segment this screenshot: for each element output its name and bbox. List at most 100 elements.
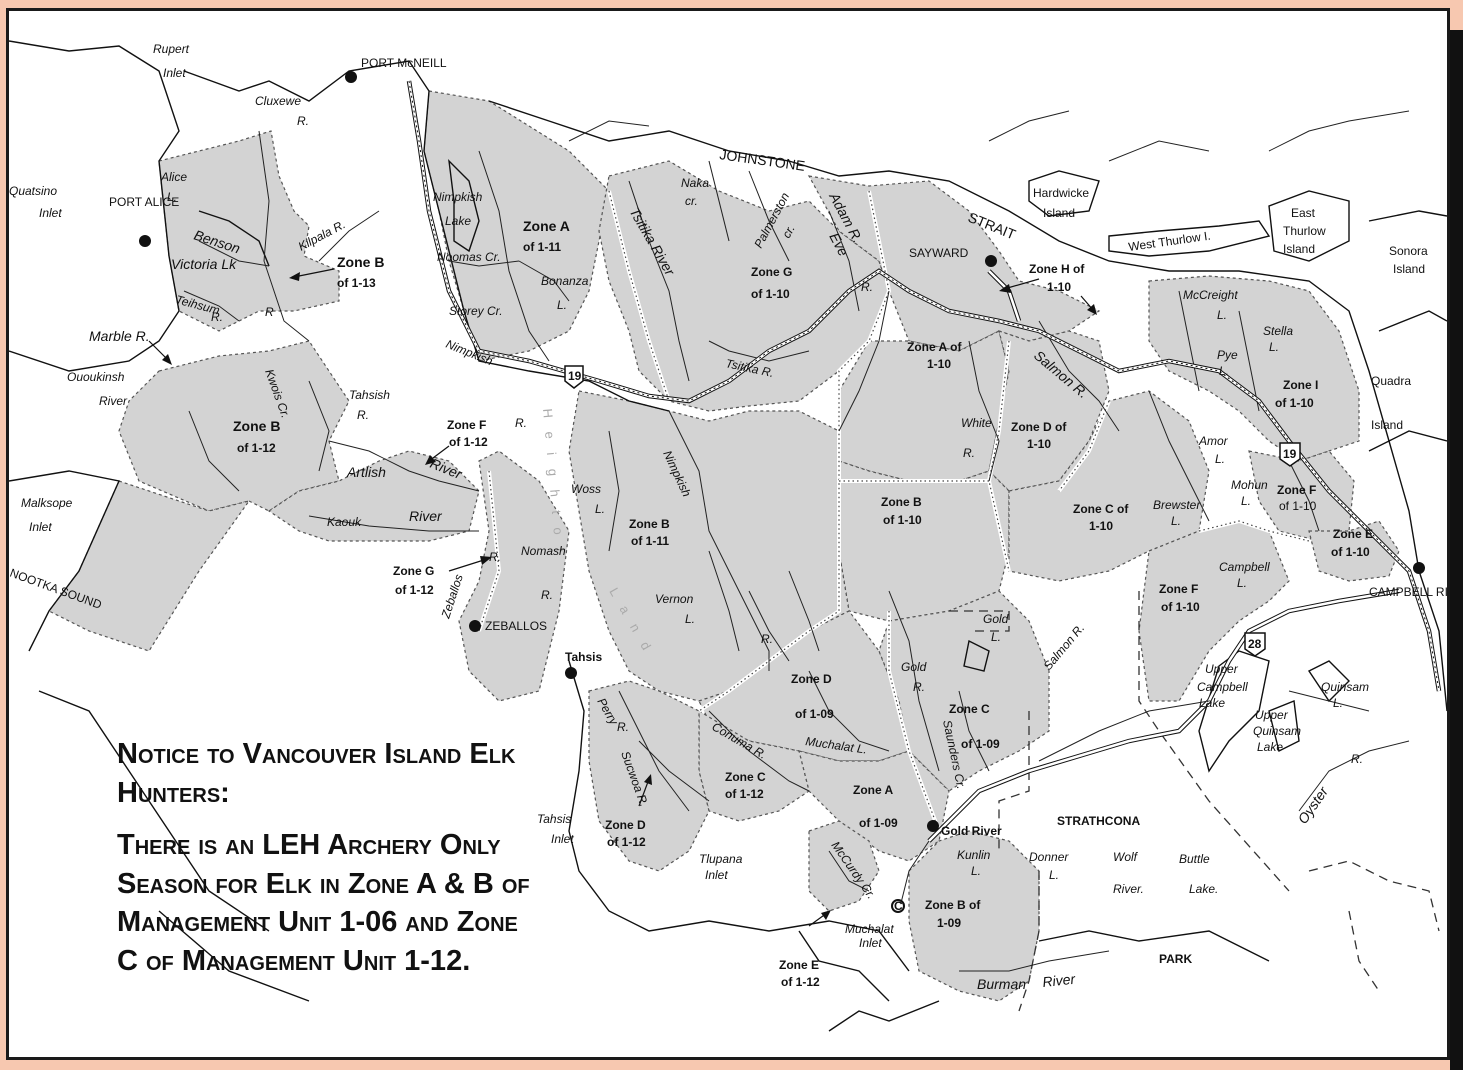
town-marker-gold-river	[927, 820, 939, 832]
place-label: River.	[1113, 882, 1144, 896]
svg-text:of 1-09: of 1-09	[961, 737, 1000, 751]
svg-text:of 1-09: of 1-09	[795, 707, 834, 721]
zone-region-g-1-10	[598, 160, 890, 412]
svg-text:of 1-10: of 1-10	[883, 513, 922, 527]
place-label: R.	[515, 416, 527, 430]
highway-28-shield: 28	[1244, 632, 1266, 657]
place-label: Salmon R.	[1041, 621, 1088, 673]
zone-label-c-1-10: Zone C of	[1073, 502, 1129, 516]
zone-label-b-1-12: Zone B	[233, 418, 280, 434]
place-label: Stella	[1263, 324, 1293, 338]
svg-text:of 1-10: of 1-10	[1331, 545, 1370, 559]
place-label: Nomash	[521, 544, 566, 558]
zone-label-g-1-12: Zone G	[393, 564, 434, 578]
svg-text:C: C	[894, 899, 903, 913]
place-label: Quinsam	[1321, 680, 1369, 694]
place-label: L.	[1333, 696, 1343, 710]
place-label: Malksope	[21, 496, 73, 510]
place-label: L.	[991, 630, 1001, 644]
place-label: R.	[913, 680, 925, 694]
town-marker-zeballos	[469, 620, 481, 632]
place-label: Sonora	[1389, 244, 1428, 258]
town-marker-sayward	[985, 255, 997, 267]
zone-region-b-1-11	[568, 390, 850, 702]
place-label: Hardwicke	[1033, 186, 1089, 200]
zone-label-d-1-12: Zone D	[605, 818, 646, 832]
place-label: Tlupana	[699, 852, 743, 866]
place-label: Tahsish	[349, 388, 390, 402]
place-label: River	[99, 394, 128, 408]
place-label: Campbell	[1219, 560, 1270, 574]
town-marker-campbell-river	[1413, 562, 1425, 574]
svg-text:of 1-10: of 1-10	[1161, 600, 1200, 614]
town-label-port-mcneill: PORT McNEILL	[361, 56, 447, 70]
pointer-arrows	[148, 268, 1097, 927]
place-label: Vernon	[655, 592, 694, 606]
place-label: River	[409, 508, 443, 524]
place-label: Pye	[1217, 348, 1238, 362]
town-label-sayward: SAYWARD	[909, 246, 969, 260]
right-edge-bar	[1450, 30, 1463, 1070]
place-label: Lake.	[1189, 882, 1218, 896]
zone-label-e-1-10: Zone E	[1333, 527, 1373, 541]
zone-label-b-1-11: Zone B	[629, 517, 670, 531]
place-label: Inlet	[705, 868, 728, 882]
highway-shields: 19 19 28	[564, 365, 1301, 657]
place-label: Lake	[1257, 740, 1283, 754]
place-label: Alice	[160, 170, 187, 184]
place-label: Cluxewe	[255, 94, 301, 108]
place-label: R.	[489, 550, 501, 564]
place-label: Brewster	[1153, 498, 1201, 512]
place-label: Island	[1393, 262, 1425, 276]
zone-region-b-1-09	[908, 830, 1040, 1002]
zone-region-c-1-09	[878, 590, 1050, 792]
place-label: White	[961, 416, 992, 430]
svg-text:of 1-11: of 1-11	[523, 240, 561, 254]
zone-region-f-1-10-east	[1248, 450, 1355, 542]
svg-text:of 1-10: of 1-10	[1275, 396, 1314, 410]
place-label: Tahsis	[537, 812, 571, 826]
zone-labels: Zone A of 1-11 Zone B of 1-13 Zone B of …	[233, 218, 1373, 989]
place-label: Quadra	[1371, 374, 1411, 388]
place-label: Kaouk	[327, 515, 362, 529]
place-label: Thurlow	[1283, 224, 1326, 238]
place-label: R.	[761, 632, 773, 646]
place-label: Island	[1283, 242, 1315, 256]
place-label: Oyster	[1294, 783, 1332, 827]
place-label: Amor	[1198, 434, 1229, 448]
place-label: Burman	[977, 976, 1026, 992]
place-label: L.	[685, 612, 695, 626]
town-marker-port-alice	[139, 235, 151, 247]
place-label: L.	[1219, 364, 1229, 378]
zone-region-west	[158, 130, 340, 332]
place-label: R.	[617, 720, 629, 734]
place-label: Inlet	[859, 936, 882, 950]
zone-label-a-1-11: Zone A	[523, 218, 570, 234]
notice-body: There is an LEH Archery Only Season for …	[117, 829, 530, 977]
place-label: Buttle	[1179, 852, 1210, 866]
notice-box: Notice to Vancouver Island Elk Hunters: …	[117, 735, 537, 994]
place-label: Muchalat	[845, 922, 894, 936]
place-label: Ououkinsh	[67, 370, 125, 384]
svg-text:of 1-12: of 1-12	[781, 975, 820, 989]
towns: C PORT McNEILL PORT ALICE SAYWARD ZEBALL…	[109, 56, 1447, 913]
place-label: Quinsam	[1253, 724, 1301, 738]
map-frame: 19 19 28 C PORT McNEILL PORT ALICE SAYWA…	[6, 8, 1450, 1060]
place-label: Inlet	[551, 832, 574, 846]
place-label: L.	[1171, 514, 1181, 528]
place-marker-c	[891, 899, 905, 913]
svg-text:of 1-12: of 1-12	[725, 787, 764, 801]
zone-label-d-1-09: Zone D	[791, 672, 832, 686]
label-strathcona: STRATHCONA	[1057, 814, 1140, 828]
place-label: Lake	[1199, 696, 1225, 710]
svg-text:19: 19	[1283, 447, 1297, 461]
place-label: L.	[1269, 340, 1279, 354]
place-label: R.	[541, 588, 553, 602]
zone-label-b-1-09: Zone B of	[925, 898, 981, 912]
place-label: L.	[1215, 452, 1225, 466]
place-label: Woss	[571, 482, 601, 496]
label-park: PARK	[1159, 952, 1192, 966]
zone-region-d-1-12	[588, 680, 710, 872]
place-label: L.	[971, 864, 981, 878]
zone-label-f-1-10: Zone F	[1159, 582, 1198, 596]
